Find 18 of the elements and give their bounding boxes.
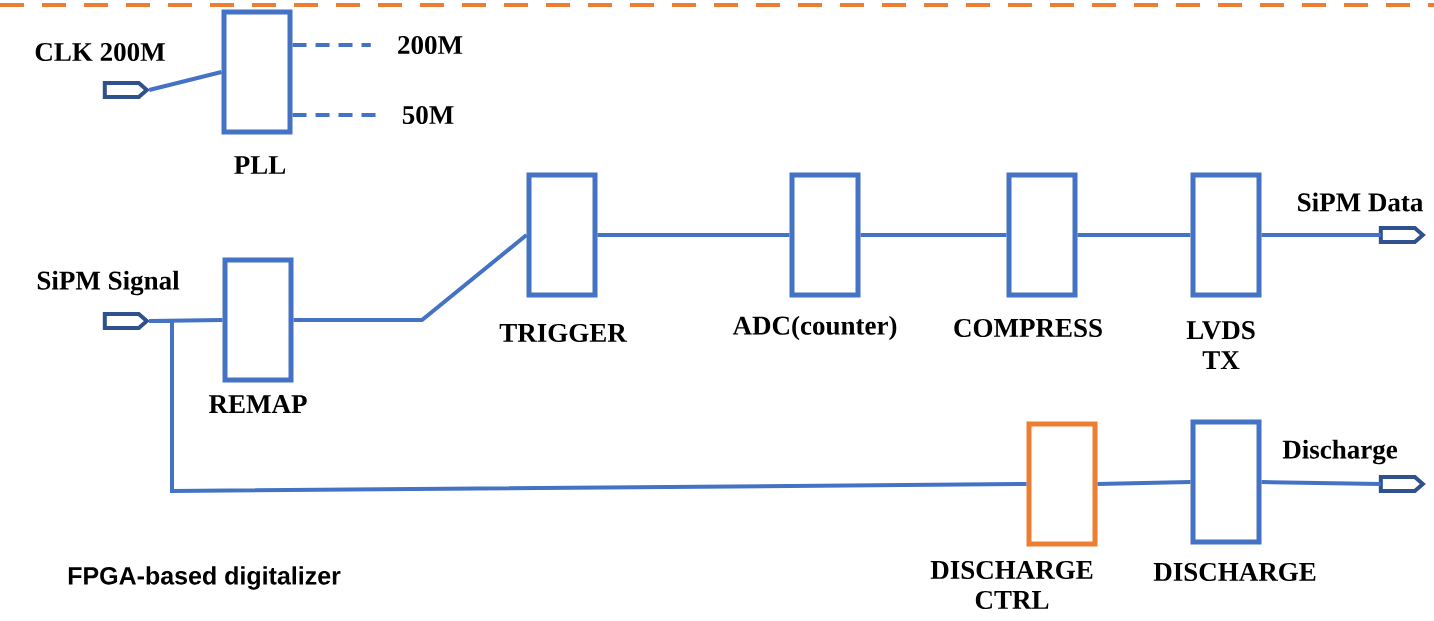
signal-label: 50M — [402, 105, 454, 125]
block-box: DISCHARGE CTRL — [930, 421, 1098, 610]
node-label: LVDS TX — [1186, 321, 1255, 369]
block-box: REMAP — [208, 257, 307, 413]
block-box: LVDS TX — [1186, 172, 1262, 369]
node-label: PLL — [234, 156, 286, 174]
block-box: COMPRESS — [954, 172, 1102, 338]
node-label: ADC(counter) — [732, 315, 897, 341]
block-box: TRIGGER — [499, 172, 627, 343]
block-box: PLL — [221, 9, 293, 174]
signal-label: 200M — [398, 35, 463, 55]
node-label: DISCHARGE — [1153, 562, 1316, 582]
node-label: TRIGGER — [499, 323, 628, 343]
node-label: COMPRESS — [954, 318, 1102, 338]
node-label: REMAP — [208, 395, 307, 413]
block-box: ADC(counter) — [732, 172, 897, 341]
node-label: DISCHARGE CTRL — [930, 560, 1093, 610]
caption-text: FPGA-based digitalizer — [68, 566, 341, 590]
